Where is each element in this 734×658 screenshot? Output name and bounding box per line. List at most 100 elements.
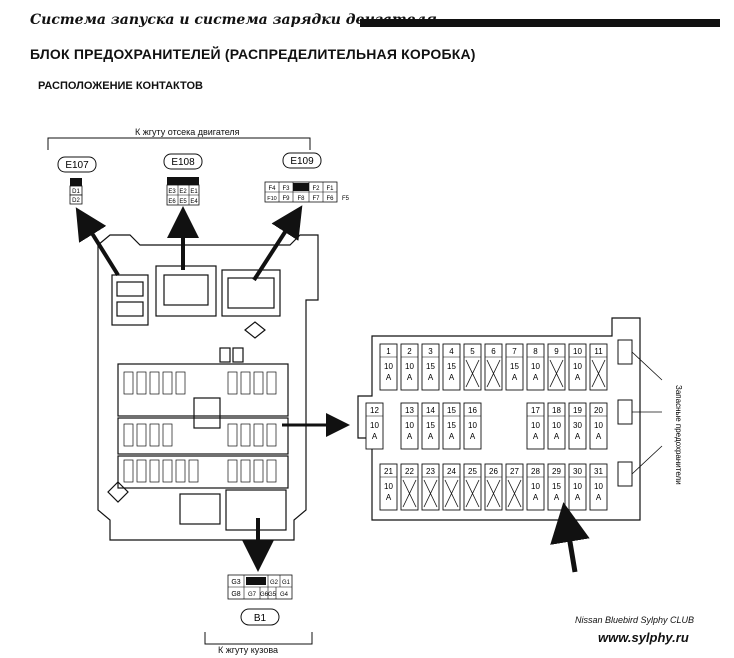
fuse-number: 5 <box>470 347 475 356</box>
fuse-unit: A <box>449 373 455 382</box>
pin-g5: G5 <box>268 592 277 598</box>
fuse-20: 20 10A <box>589 402 608 450</box>
fuse-number: 18 <box>552 406 561 415</box>
fuse-unit: A <box>575 493 581 502</box>
fuse-unit: A <box>554 493 560 502</box>
fuse-amperage: 15 <box>447 421 456 430</box>
fuse-amperage: 10 <box>531 362 540 371</box>
fuse-amperage: 15 <box>552 482 561 491</box>
page-title: БЛОК ПРЕДОХРАНИТЕЛЕЙ (РАСПРЕДЕЛИТЕЛЬНАЯ … <box>30 46 476 62</box>
connector-b1: G3 G2 G1 G8 G7 G6 G5 G4 B1 <box>227 574 293 626</box>
header-bar <box>360 19 720 27</box>
pin-f6: F6 <box>326 196 334 202</box>
connector-e109-label: E109 <box>290 156 314 167</box>
fuse-amperage: 10 <box>531 482 540 491</box>
top-harness-note: К жгуту отсека двигателя <box>135 127 240 137</box>
pin-f1: F1 <box>326 186 334 192</box>
pin-e2: E2 <box>179 189 187 195</box>
fuse-number: 20 <box>594 406 603 415</box>
fuse-amperage: 10 <box>552 421 561 430</box>
fuse-number: 17 <box>531 406 540 415</box>
fuse-number: 28 <box>531 467 540 476</box>
fuse-number: 7 <box>512 347 517 356</box>
page-header: Система запуска и система зарядки двигат… <box>30 12 720 34</box>
fuse-number: 21 <box>384 467 393 476</box>
fuse-amperage: 10 <box>468 421 477 430</box>
pin-g2: G2 <box>270 580 279 586</box>
connector-b1-label: B1 <box>254 613 267 624</box>
fuse-unit: A <box>533 373 539 382</box>
spare-fuse-slots <box>617 339 633 487</box>
pin-e1: E1 <box>190 189 198 195</box>
fuse-amperage: 15 <box>426 362 435 371</box>
credit-club: Nissan Bluebird Sylphy CLUB <box>575 615 695 625</box>
fuse-number: 3 <box>428 347 433 356</box>
fuse-number: 16 <box>468 406 477 415</box>
fuse-unit: A <box>407 373 413 382</box>
pin-g3: G3 <box>231 579 240 586</box>
fuse-number: 13 <box>405 406 414 415</box>
fuse-amperage: 30 <box>573 421 582 430</box>
fuse-number: 1 <box>386 347 391 356</box>
fuse-unit: A <box>372 432 378 441</box>
fuse-26: 26 <box>484 463 503 511</box>
fuse-amperage: 10 <box>594 421 603 430</box>
fuse-amperage: 15 <box>447 362 456 371</box>
connector-e107: E107 D1 D2 <box>57 156 97 205</box>
fuse-unit: A <box>512 373 518 382</box>
fuse-28: 28 10A <box>526 463 545 511</box>
fuse-23: 23 <box>421 463 440 511</box>
fuse-amperage: 15 <box>426 421 435 430</box>
pin-g8: G8 <box>231 591 240 598</box>
fuse-unit: A <box>596 493 602 502</box>
bottom-bracket <box>204 632 313 645</box>
fuse-number: 6 <box>491 347 496 356</box>
bottom-harness-note: К жгуту кузова <box>218 645 279 655</box>
fuse-unit: A <box>470 432 476 441</box>
fuse-amperage: 10 <box>370 421 379 430</box>
fuse-unit: A <box>533 493 539 502</box>
pin-e6: E6 <box>168 199 176 205</box>
fuse-unit: A <box>596 432 602 441</box>
pin-f5: F5 <box>342 196 350 202</box>
pin-g1: G1 <box>282 580 291 586</box>
fuse-number: 10 <box>573 347 582 356</box>
fuse-25: 25 <box>463 463 482 511</box>
fuse-number: 29 <box>552 467 561 476</box>
connector-e108-label: E108 <box>171 157 195 168</box>
fuse-5: 5 <box>463 343 482 391</box>
fuse-number: 30 <box>573 467 582 476</box>
pin-f4: F4 <box>268 186 276 192</box>
spare-leader-lines <box>631 351 663 475</box>
pin-d1: D1 <box>72 189 80 195</box>
fuse-block-outline <box>97 234 319 541</box>
fuse-number: 31 <box>594 467 603 476</box>
fuse-number: 19 <box>573 406 582 415</box>
fuse-number: 22 <box>405 467 414 476</box>
pin-f7: F7 <box>312 196 320 202</box>
fuse-number: 14 <box>426 406 435 415</box>
arrow-to-e109 <box>252 205 303 282</box>
fuse-slots-physical <box>123 371 277 483</box>
fuse-unit: A <box>428 432 434 441</box>
fuse-amperage: 10 <box>594 482 603 491</box>
highlight-arrow <box>550 502 590 573</box>
top-bracket <box>47 137 311 150</box>
credit-site: www.sylphy.ru <box>598 630 689 645</box>
fuse-24: 24 <box>442 463 461 511</box>
pin-f8: F8 <box>297 196 305 202</box>
pin-g4: G4 <box>280 592 289 598</box>
fuse-number: 27 <box>510 467 519 476</box>
fuse-amperage: 10 <box>531 421 540 430</box>
fuse-number: 24 <box>447 467 456 476</box>
